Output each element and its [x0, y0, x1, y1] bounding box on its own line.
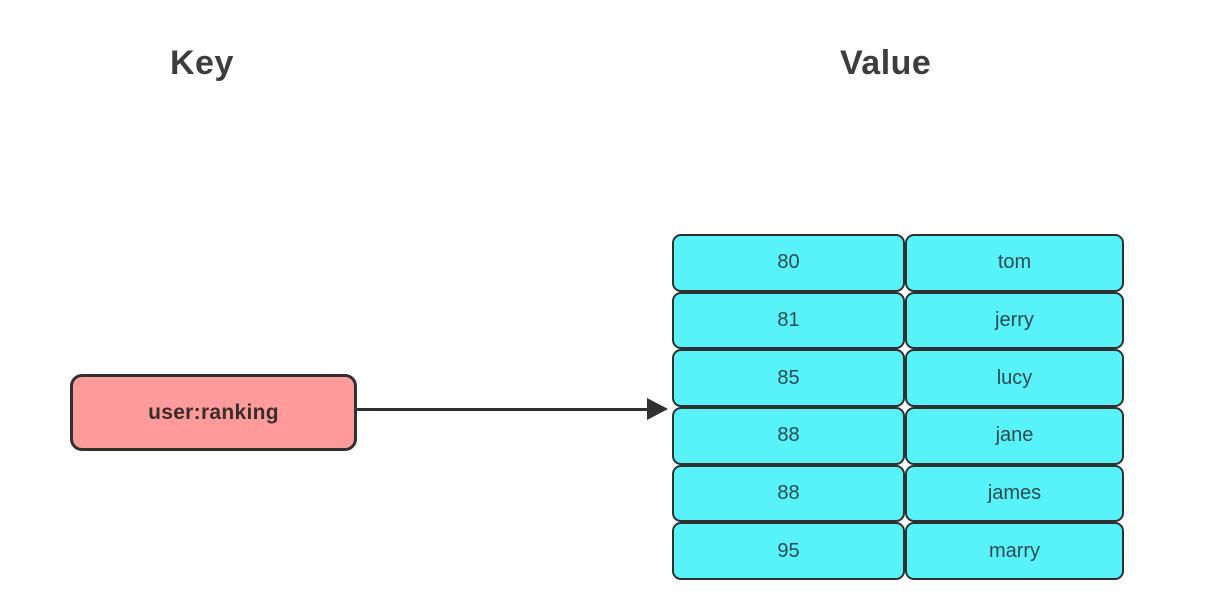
- name-cell: marry: [905, 522, 1124, 581]
- score-cell: 88: [672, 407, 905, 465]
- name-cell: lucy: [905, 349, 1124, 408]
- value-heading: Value: [840, 44, 932, 82]
- arrow-line: [357, 408, 650, 411]
- value-table: 80 tom 81 jerry 85 lucy 88 jane 88 james…: [672, 234, 1124, 581]
- score-cell: 95: [672, 522, 905, 581]
- name-cell: jerry: [905, 291, 1124, 350]
- key-box-label: user:ranking: [148, 400, 279, 424]
- name-cell: tom: [905, 234, 1124, 292]
- score-cell: 80: [672, 234, 905, 292]
- name-cell: james: [905, 464, 1124, 523]
- score-cell: 81: [672, 291, 905, 350]
- key-to-value-arrow: [357, 398, 668, 420]
- score-cell: 85: [672, 349, 905, 408]
- name-cell: jane: [905, 407, 1124, 465]
- score-cell: 88: [672, 464, 905, 523]
- arrowhead-icon: [647, 398, 668, 420]
- key-heading: Key: [170, 44, 234, 82]
- key-box: user:ranking: [70, 374, 357, 451]
